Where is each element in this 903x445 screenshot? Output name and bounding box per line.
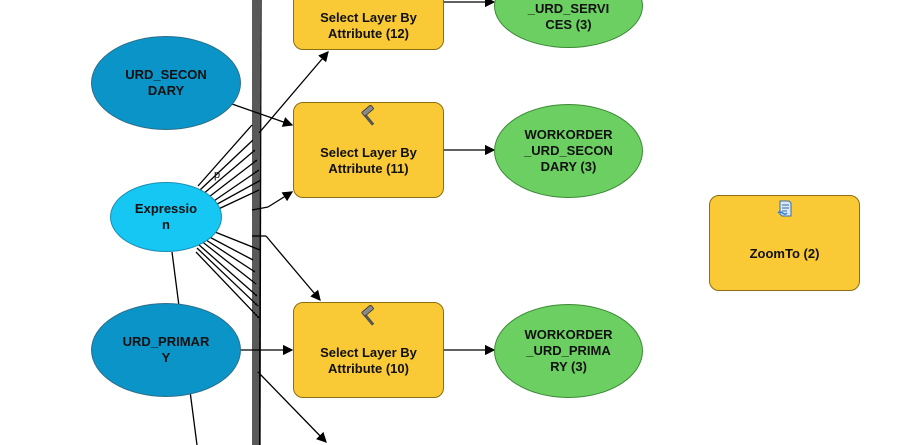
urd-primary-label: URD_PRIMAR Y [122,334,210,365]
output-urd-primary-label: WORKORDER _URD_PRIMA RY (3) [524,327,613,374]
urd-secondary-data[interactable]: URD_SECON DARY [91,36,241,130]
tool-select-layer-12[interactable]: Select Layer By Attribute (12) [293,0,444,50]
output-urd-secondary[interactable]: WORKORDER _URD_SECON DARY (3) [494,104,643,198]
tool-select-layer-12-label: Select Layer By Attribute (12) [320,10,417,41]
tool-select-layer-10[interactable]: Select Layer By Attribute (10) [293,302,444,398]
precondition-mark-label: p [213,169,221,181]
precondition-mark: p [210,168,224,182]
tool-select-layer-10-label: Select Layer By Attribute (10) [320,345,417,376]
tool-zoomto[interactable]: ZoomTo (2) [709,195,860,291]
output-urd-secondary-label: WORKORDER _URD_SECON DARY (3) [524,127,613,174]
tool-select-layer-11[interactable]: Select Layer By Attribute (11) [293,102,444,198]
expression-label: Expressio n [134,201,198,232]
script-icon [776,200,791,217]
hammer-icon [360,105,374,126]
urd-primary-data[interactable]: URD_PRIMAR Y [91,303,241,397]
tool-select-layer-11-label: Select Layer By Attribute (11) [320,145,417,176]
urd-secondary-label: URD_SECON DARY [125,67,207,98]
expression-variable[interactable]: Expressio n [110,182,222,252]
output-urd-primary[interactable]: WORKORDER _URD_PRIMA RY (3) [494,304,643,398]
tool-zoomto-label: ZoomTo (2) [749,246,820,261]
output-urd-services-label: _URD_SERVI CES (3) [527,1,610,32]
hammer-icon [360,305,374,326]
